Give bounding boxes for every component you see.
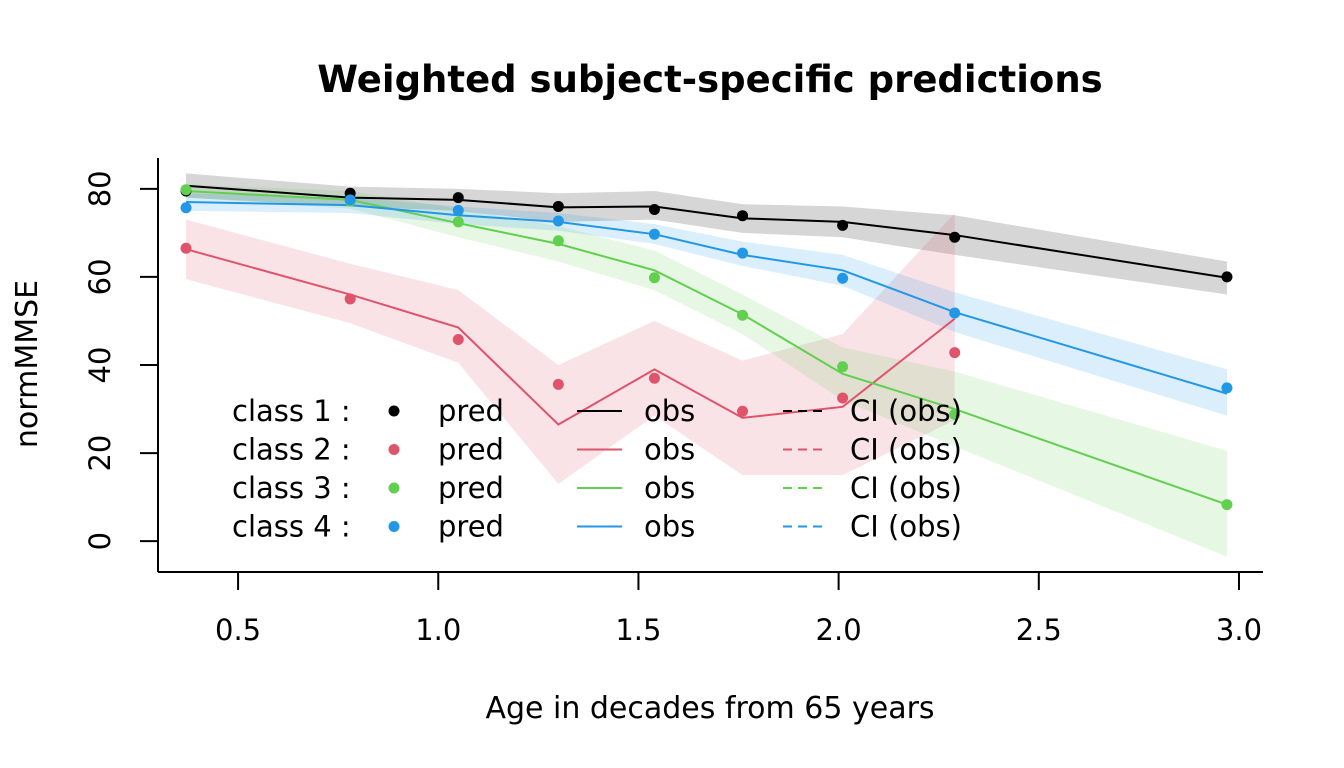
legend-class-label: class 3 : xyxy=(232,471,351,505)
legend-ci-label: CI (obs) xyxy=(850,394,962,428)
pred-point-class-4 xyxy=(1221,382,1233,394)
x-tick-label: 1.0 xyxy=(415,613,461,647)
y-tick-label: 40 xyxy=(83,347,117,384)
pred-point-class-2 xyxy=(949,347,961,359)
x-axis-label: Age in decades from 65 years xyxy=(485,691,934,726)
ci-band-class-4 xyxy=(186,193,1227,416)
legend-class-label: class 4 : xyxy=(232,510,351,544)
pred-point-class-2 xyxy=(344,293,356,305)
legend-row-class-1: class 1 : pred obs CI (obs) xyxy=(232,394,962,428)
legend: class 1 : pred obs CI (obs) class 2 : pred obs… xyxy=(232,394,962,544)
pred-point-class-4 xyxy=(949,307,961,319)
pred-point-class-1 xyxy=(1221,271,1233,283)
pred-point-class-1 xyxy=(837,219,849,231)
pred-point-class-4 xyxy=(648,228,660,240)
pred-point-class-3 xyxy=(949,408,961,420)
x-tick-label: 3.0 xyxy=(1216,613,1262,647)
legend-obs-label: obs xyxy=(644,394,695,428)
pred-point-class-2 xyxy=(180,242,192,254)
y-axis-label: normMMSE xyxy=(10,280,45,448)
pred-point-class-2 xyxy=(837,392,849,404)
legend-pred-marker xyxy=(388,405,400,417)
y-tick-label: 0 xyxy=(83,532,117,550)
pred-point-class-3 xyxy=(648,272,660,284)
pred-point-class-1 xyxy=(648,204,660,216)
pred-point-class-1 xyxy=(949,231,961,243)
pred-point-class-1 xyxy=(452,192,464,204)
pred-point-class-1 xyxy=(737,210,749,222)
x-tick-label: 2.5 xyxy=(1016,613,1062,647)
pred-point-class-3 xyxy=(1221,499,1233,511)
legend-ci-label: CI (obs) xyxy=(850,471,962,505)
pred-point-class-3 xyxy=(837,361,849,373)
x-tick-label: 2.0 xyxy=(816,613,862,647)
pred-point-class-2 xyxy=(648,372,660,384)
pred-point-class-2 xyxy=(552,378,564,390)
legend-pred-label: pred xyxy=(438,471,504,505)
obs-line-class-2 xyxy=(185,248,956,426)
legend-pred-marker xyxy=(388,521,400,532)
pred-point-class-4 xyxy=(737,247,749,259)
x-tick-label: 1.5 xyxy=(615,613,661,647)
pred-point-class-2 xyxy=(737,405,749,417)
pred-point-class-4 xyxy=(837,272,849,284)
y-tick-label: 80 xyxy=(83,170,117,207)
legend-pred-label: pred xyxy=(438,394,504,428)
pred-point-class-3 xyxy=(552,235,564,247)
legend-class-label: class 2 : xyxy=(232,433,351,467)
pred-point-class-3 xyxy=(452,216,464,228)
legend-pred-label: pred xyxy=(438,433,504,467)
legend-row-class-2: class 2 : pred obs CI (obs) xyxy=(232,433,962,467)
pred-point-class-4 xyxy=(180,202,192,214)
pred-point-class-3 xyxy=(180,184,192,196)
legend-ci-label: CI (obs) xyxy=(850,433,962,467)
legend-ci-label: CI (obs) xyxy=(850,510,962,544)
legend-pred-label: pred xyxy=(438,510,504,544)
pred-point-class-4 xyxy=(552,215,564,227)
pred-points xyxy=(180,184,1233,511)
y-tick-label: 20 xyxy=(83,435,117,472)
legend-row-class-4: class 4 : pred obs CI (obs) xyxy=(232,510,962,544)
legend-pred-marker xyxy=(388,444,400,455)
ci-band-class-1 xyxy=(186,173,1227,295)
legend-class-label: class 1 : xyxy=(232,394,351,428)
legend-pred-marker xyxy=(388,482,400,494)
legend-obs-label: obs xyxy=(644,510,695,544)
x-tick-label: 0.5 xyxy=(215,613,261,647)
chart-title: Weighted subject-specific predictions xyxy=(317,58,1102,101)
y-tick-label: 60 xyxy=(83,258,117,295)
pred-point-class-1 xyxy=(552,200,564,212)
pred-point-class-4 xyxy=(452,204,464,216)
pred-point-class-2 xyxy=(452,333,464,345)
pred-point-class-3 xyxy=(737,309,749,321)
pred-point-class-4 xyxy=(344,194,356,206)
legend-obs-label: obs xyxy=(644,471,695,505)
legend-row-class-3: class 3 : pred obs CI (obs) xyxy=(232,471,962,505)
legend-obs-label: obs xyxy=(644,433,695,467)
axes: 0.5 1.0 1.5 2.0 2.5 3.0 0 20 40 60 80 xyxy=(83,158,1263,647)
